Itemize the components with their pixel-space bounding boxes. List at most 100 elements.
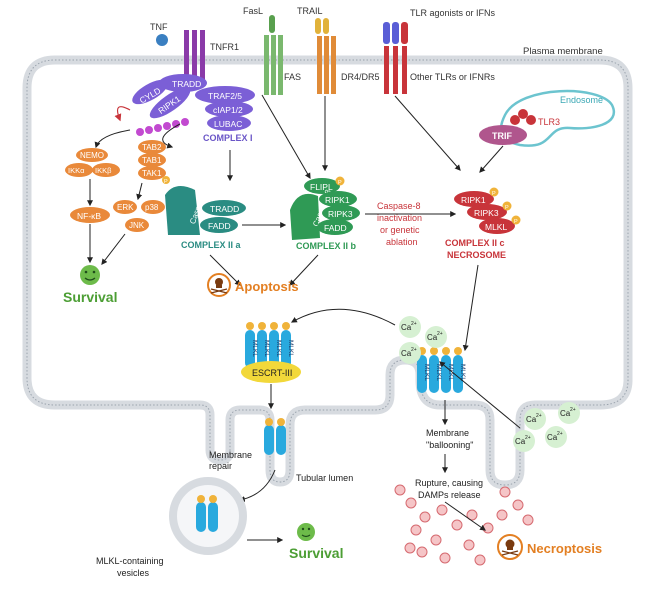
ikk-complex: NEMO IKKα IKKβ <box>65 148 120 177</box>
svg-text:2+: 2+ <box>411 347 417 353</box>
trail-label: TRAIL <box>297 6 323 16</box>
svg-text:Ca: Ca <box>560 409 571 418</box>
mlkl-budding-vesicle <box>264 418 286 455</box>
svg-text:MLKL: MLKL <box>251 340 258 357</box>
svg-text:P: P <box>492 191 496 197</box>
svg-text:Ca: Ca <box>427 333 438 342</box>
membrane-repair-line1: Membrane <box>209 450 252 460</box>
complex-iib-ripk1-label: RIPK1 <box>325 195 350 205</box>
tlr-receptor-icon <box>383 22 408 94</box>
complex-iib-ripk3-label: RIPK3 <box>328 209 353 219</box>
svg-text:P: P <box>505 205 509 211</box>
svg-text:2+: 2+ <box>570 407 576 413</box>
trif-protein <box>479 125 527 145</box>
svg-text:MLKL: MLKL <box>459 364 466 381</box>
ca-to-escrt-arrow <box>290 308 396 326</box>
svg-text:P: P <box>514 219 518 225</box>
svg-text:MLKL: MLKL <box>435 364 442 381</box>
vesicles-label-line1: MLKL-containing <box>96 556 164 566</box>
nemo-label: NEMO <box>80 151 104 160</box>
svg-text:P: P <box>338 180 342 186</box>
trif-to-iic-arrow <box>479 145 504 173</box>
rupture-to-necroptosis-arrow <box>444 501 486 531</box>
complex-iia-tradd-label: TRADD <box>210 204 239 214</box>
complex-iib-fadd-label: FADD <box>324 223 347 233</box>
tubular-lumen-label: Tubular lumen <box>296 473 353 483</box>
survival-smiley-bottom-icon <box>297 523 315 541</box>
complex-iic-title: COMPLEX II c <box>445 238 505 248</box>
svg-text:Ca: Ca <box>526 415 537 424</box>
svg-text:MLKL: MLKL <box>275 340 282 357</box>
complex-iib: FLIPL P Caspase-8 RIPK1 RIPK3 FADD <box>290 176 360 240</box>
jnk-protein <box>125 218 149 232</box>
svg-text:2+: 2+ <box>536 413 542 419</box>
tradd-label: TRADD <box>172 79 201 89</box>
ubiquitin-to-nemo-arrow <box>94 129 131 149</box>
complex-iia-title: COMPLEX II a <box>181 240 242 250</box>
tak1-to-mapk-arrow <box>136 182 143 201</box>
necrosome-title: NECROSOME <box>447 250 506 260</box>
survival-label-top: Survival <box>63 289 117 305</box>
survival-smiley-icon <box>80 265 100 285</box>
jnk-label: JNK <box>129 221 145 230</box>
necroptosis-skull-icon <box>497 534 523 560</box>
necrosome-to-mlkl-arrow <box>462 264 479 352</box>
fas-label: FAS <box>284 72 301 82</box>
svg-text:MLKL: MLKL <box>447 364 454 381</box>
erk-protein <box>113 200 137 214</box>
svg-text:Ca: Ca <box>515 437 526 446</box>
svg-text:2+: 2+ <box>437 331 443 337</box>
traf-label: TRAF2/5 <box>208 91 242 101</box>
ikkb-label: IKKβ <box>95 166 112 175</box>
svg-text:MLKL: MLKL <box>287 340 294 357</box>
erk-label: ERK <box>117 203 134 212</box>
mapk-to-survival-arrow <box>101 233 126 265</box>
tnfr1-label: TNFR1 <box>210 42 239 52</box>
svg-text:2+: 2+ <box>411 321 417 327</box>
tlr-agonists-label: TLR agonists or IFNs <box>410 8 496 18</box>
survival-label-bottom: Survival <box>289 545 343 561</box>
tnfr1-receptor-icon <box>184 30 205 85</box>
ballooning-line1: Membrane <box>426 428 469 438</box>
p38-label: p38 <box>145 203 159 212</box>
svg-text:P: P <box>164 179 168 185</box>
ballooning-line2: "ballooning" <box>426 440 473 450</box>
tab2-label: TAB2 <box>142 143 162 152</box>
fas-to-iib-arrow <box>261 94 311 180</box>
apoptosis-label: Apoptosis <box>235 279 299 294</box>
apoptosis-skull-icon <box>207 273 231 297</box>
ikka-label: IKKα <box>68 166 85 175</box>
ca-influx-arrow <box>439 361 521 429</box>
tlr-to-iic-arrow <box>394 95 461 171</box>
plasma-membrane-label: Plasma membrane <box>523 46 603 57</box>
necroptosis-label: Necroptosis <box>527 541 602 556</box>
caspase-note-line4: ablation <box>386 237 418 247</box>
dr45-label: DR4/DR5 <box>341 72 380 82</box>
svg-text:MLKL: MLKL <box>263 340 270 357</box>
damps-particles <box>394 484 534 566</box>
plasma-membrane-inner <box>26 59 629 486</box>
other-tlrs-label: Other TLRs or IFNRs <box>410 72 495 82</box>
tnf-label: TNF <box>150 22 168 32</box>
mlkl-cluster-escrt: MLKL MLKL MLKL MLKL <box>245 322 294 368</box>
tab1-label: TAB1 <box>142 156 162 165</box>
calcium-ions: Ca 2+ Ca 2+ Ca 2+ Ca 2+ Ca 2+ Ca 2+ Ca 2… <box>399 316 580 452</box>
iib-to-apoptosis-arrow <box>289 254 319 286</box>
ciap-label: cIAP1/2 <box>213 105 243 115</box>
complex-i-title: COMPLEX I <box>203 133 253 143</box>
trif-label: TRIF <box>492 131 512 141</box>
tlr3-receptor-icon <box>510 109 536 125</box>
escrt-label: ESCRT-III <box>252 368 292 378</box>
svg-text:Ca: Ca <box>547 433 558 442</box>
vesicle-mlkl-pair <box>196 495 218 532</box>
caspase-note-line1: Caspase-8 <box>377 201 421 211</box>
rupture-line1: Rupture, causing <box>415 478 483 488</box>
mlkl-cluster-membrane: MLKL MLKL MLKL MLKL <box>417 347 466 393</box>
complex-i: TRADD CYLD RIPK1 TRAF2/5 cIAP1/2 LUBAC C… <box>132 74 255 143</box>
complex-iia-fadd-label: FADD <box>208 221 231 231</box>
caspase-note-line2: inactivation <box>377 213 422 223</box>
svg-text:MLKL: MLKL <box>423 364 430 381</box>
budding-to-vesicle-arrow <box>238 469 276 502</box>
rupture-line2: DAMPs release <box>418 490 481 500</box>
